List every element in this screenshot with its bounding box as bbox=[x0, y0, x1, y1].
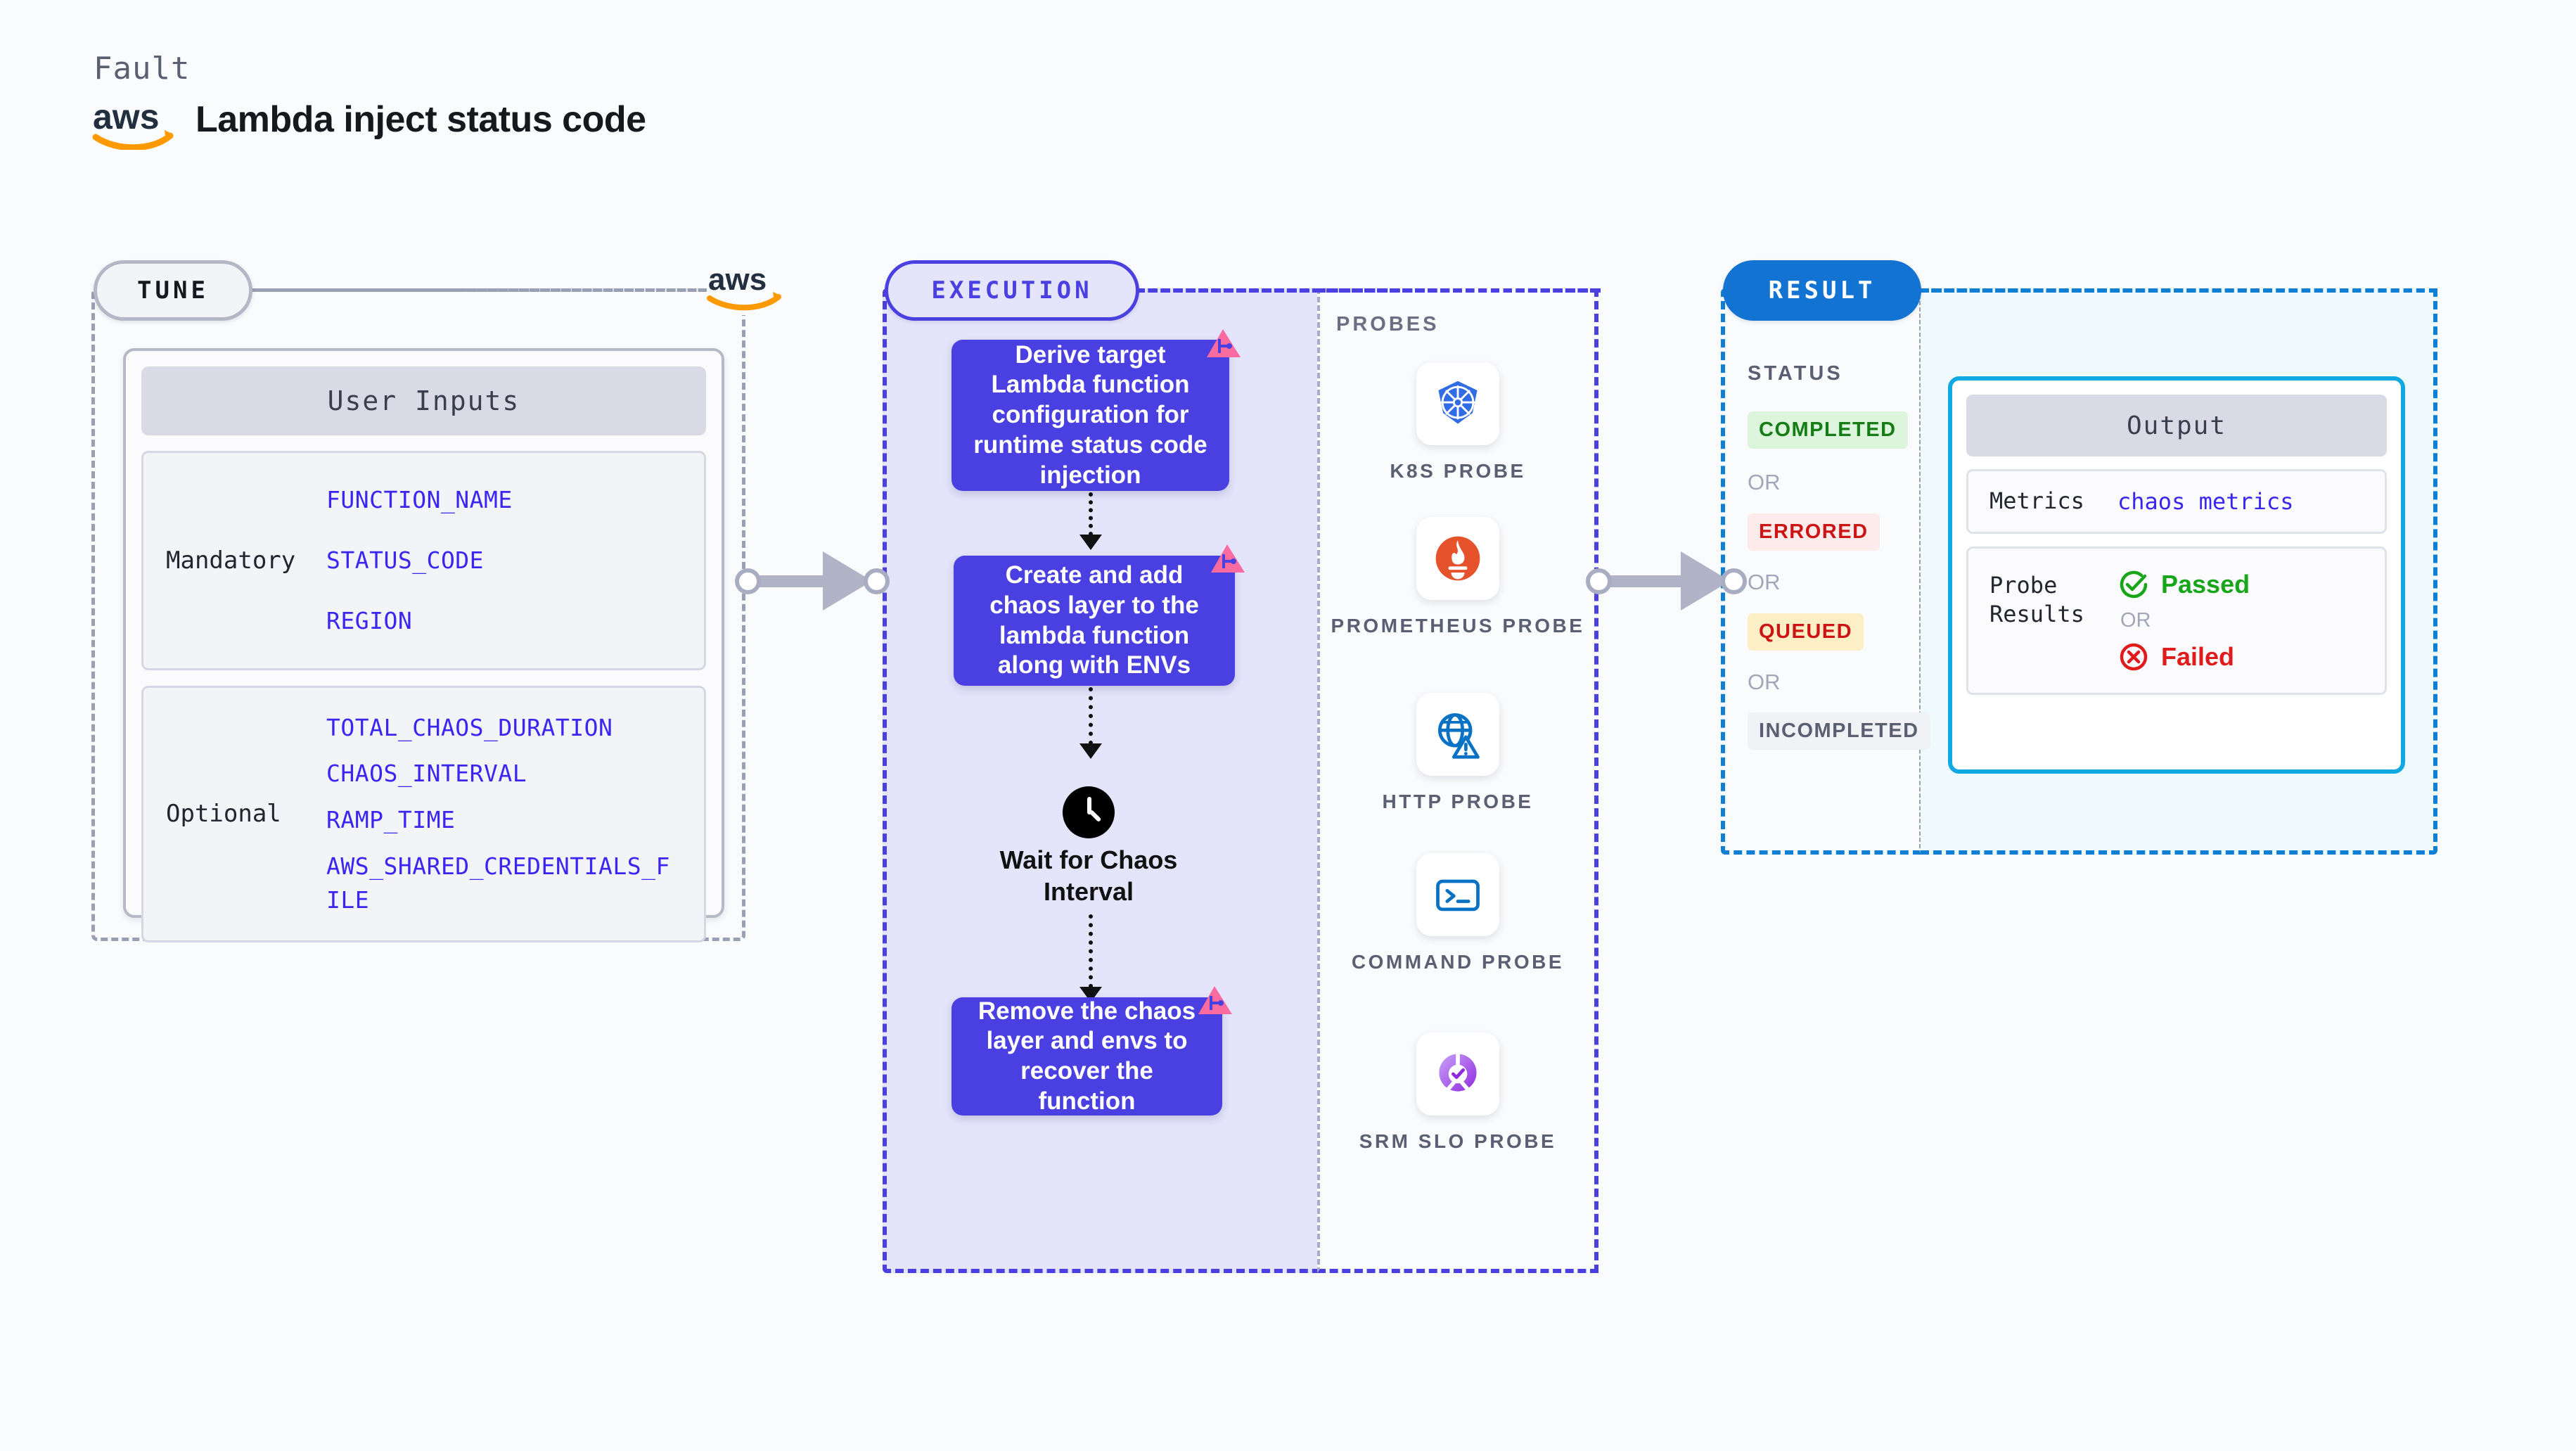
input-var: AWS_SHARED_CREDENTIALS_FILE bbox=[326, 852, 670, 914]
input-var: FUNCTION_NAME bbox=[326, 486, 513, 513]
probe-item-http[interactable]: HTTP PROBE bbox=[1317, 693, 1598, 815]
status-badge-incompleted: INCOMPLETED bbox=[1748, 712, 1930, 750]
optional-inputs-group: Optional TOTAL_CHAOS_DURATION CHAOS_INTE… bbox=[141, 685, 706, 942]
result-top-divider bbox=[1918, 288, 2437, 293]
tune-badge[interactable]: TUNE bbox=[94, 260, 252, 321]
mandatory-inputs-group: Mandatory FUNCTION_NAME STATUS_CODE REGI… bbox=[141, 451, 706, 670]
probes-title: PROBES bbox=[1336, 313, 1440, 335]
probe-result-separator: OR bbox=[2120, 608, 2151, 632]
check-circle-icon bbox=[2117, 568, 2150, 601]
status-separator: OR bbox=[1748, 670, 1781, 694]
svg-text:aws: aws bbox=[708, 262, 767, 297]
aws-logo-icon-inline: aws bbox=[707, 259, 784, 315]
probe-item-k8s[interactable]: K8S PROBE bbox=[1317, 362, 1598, 485]
mandatory-label: Mandatory bbox=[166, 546, 296, 575]
page-title: Lambda inject status code bbox=[196, 99, 646, 140]
probe-result-passed: Passed bbox=[2117, 568, 2250, 601]
input-var: RAMP_TIME bbox=[326, 806, 456, 834]
metrics-key: Metrics bbox=[1989, 487, 2084, 514]
user-inputs-card: User Inputs Mandatory FUNCTION_NAME STAT… bbox=[123, 348, 724, 942]
prometheus-icon bbox=[1416, 517, 1499, 600]
output-metrics-row: Metrics chaos metrics bbox=[1966, 469, 2387, 534]
status-badge-errored: ERRORED bbox=[1748, 513, 1880, 551]
execution-step[interactable]: Remove the chaos layer and envs to recov… bbox=[951, 997, 1222, 1116]
status-title: STATUS bbox=[1748, 362, 1843, 385]
connector-tune-to-execution bbox=[735, 549, 897, 613]
terminal-icon bbox=[1416, 853, 1499, 936]
output-probe-results-row: Probe Results Passed OR bbox=[1966, 546, 2387, 695]
input-var: TOTAL_CHAOS_DURATION bbox=[326, 713, 613, 741]
execution-top-divider bbox=[1136, 288, 1601, 293]
probe-item-srm-slo[interactable]: SRM SLO PROBE bbox=[1317, 1033, 1598, 1155]
flow-line bbox=[1089, 687, 1093, 745]
probe-label: HTTP PROBE bbox=[1382, 791, 1534, 812]
probe-item-prometheus[interactable]: PROMETHEUS PROBE bbox=[1317, 517, 1598, 639]
failed-label: Failed bbox=[2161, 641, 2235, 671]
result-panel bbox=[1721, 288, 1921, 855]
wait-step-label: Wait for Chaos Interval bbox=[999, 845, 1178, 906]
flow-line bbox=[1089, 914, 1093, 988]
passed-label: Passed bbox=[2161, 569, 2250, 599]
aws-logo-icon: aws bbox=[91, 95, 176, 151]
svg-text:aws: aws bbox=[93, 97, 160, 136]
status-badge-completed: COMPLETED bbox=[1748, 411, 1908, 449]
x-circle-icon bbox=[2117, 641, 2150, 673]
probe-label: SRM SLO PROBE bbox=[1359, 1130, 1557, 1152]
srm-slo-icon bbox=[1416, 1033, 1499, 1116]
tune-top-divider bbox=[250, 288, 749, 292]
input-var: STATUS_CODE bbox=[326, 546, 485, 574]
user-inputs-title: User Inputs bbox=[141, 366, 706, 435]
input-var: CHAOS_INTERVAL bbox=[326, 760, 527, 788]
output-title: Output bbox=[1966, 395, 2387, 456]
optional-label: Optional bbox=[166, 800, 281, 829]
chaos-ribbon-icon bbox=[1208, 543, 1246, 577]
probe-item-command[interactable]: COMMAND PROBE bbox=[1317, 853, 1598, 976]
result-badge[interactable]: RESULT bbox=[1723, 260, 1921, 321]
execution-badge[interactable]: EXECUTION bbox=[885, 260, 1139, 321]
kubernetes-icon bbox=[1416, 362, 1499, 445]
chaos-ribbon-icon bbox=[1196, 985, 1233, 1018]
execution-step[interactable]: Derive target Lambda function configurat… bbox=[951, 340, 1229, 491]
probe-results-key: Probe Results bbox=[1989, 571, 2084, 628]
http-globe-icon bbox=[1416, 693, 1499, 776]
page-eyebrow: Fault bbox=[94, 51, 191, 87]
status-separator: OR bbox=[1748, 470, 1781, 494]
probe-label: PROMETHEUS PROBE bbox=[1331, 615, 1585, 637]
flow-arrow bbox=[1079, 535, 1102, 550]
metrics-value: chaos metrics bbox=[2117, 487, 2294, 515]
input-var: REGION bbox=[326, 606, 413, 634]
chaos-ribbon-icon bbox=[1204, 328, 1242, 362]
execution-step[interactable]: Create and add chaos layer to the lambda… bbox=[954, 556, 1235, 686]
probe-result-failed: Failed bbox=[2117, 641, 2250, 673]
clock-icon bbox=[1063, 786, 1115, 838]
output-card: Output Metrics chaos metrics Probe Resul… bbox=[1948, 376, 2405, 774]
flow-line bbox=[1089, 492, 1093, 536]
probe-label: K8S PROBE bbox=[1390, 460, 1526, 482]
status-badge-queued: QUEUED bbox=[1748, 613, 1864, 651]
status-separator: OR bbox=[1748, 570, 1781, 594]
flow-arrow bbox=[1079, 743, 1102, 759]
probe-label: COMMAND PROBE bbox=[1351, 951, 1565, 973]
connector-execution-to-result bbox=[1586, 549, 1755, 613]
